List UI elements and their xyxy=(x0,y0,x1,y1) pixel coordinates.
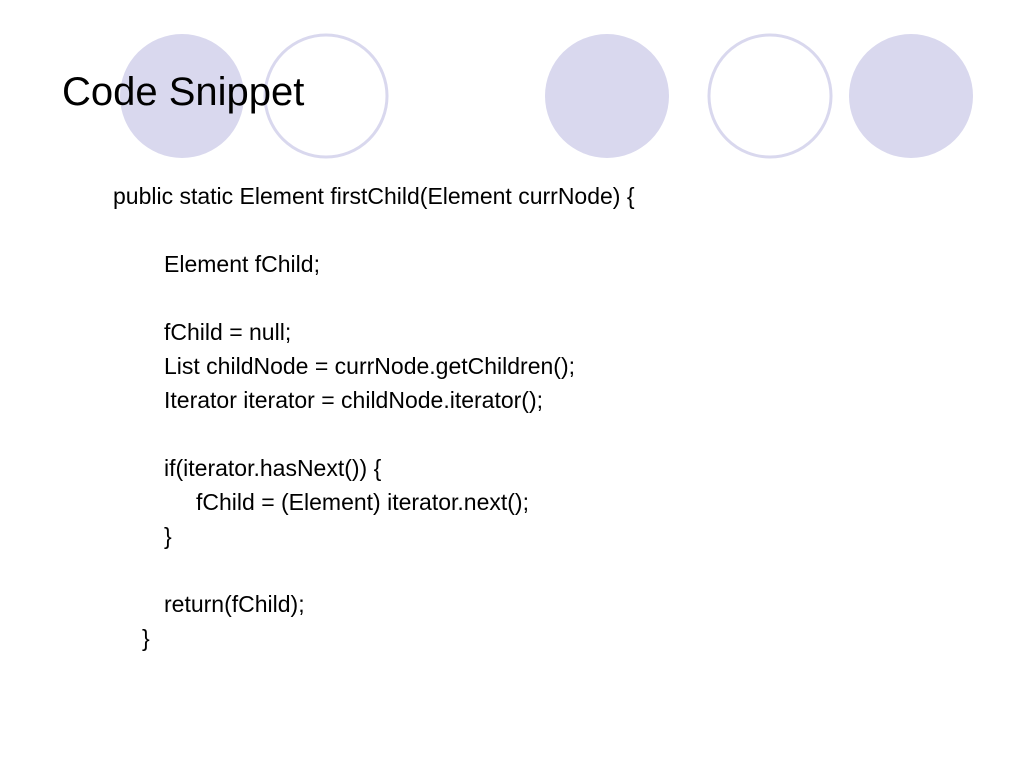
code-line: if(iterator.hasNext()) { xyxy=(164,455,382,481)
decorative-circle-filled-2 xyxy=(545,34,669,158)
code-line: return(fChild); xyxy=(164,591,305,617)
code-line: } xyxy=(164,523,172,549)
code-line: fChild = (Element) iterator.next(); xyxy=(196,489,529,515)
code-line-blank xyxy=(0,417,1024,451)
code-line: Iterator iterator = childNode.iterator()… xyxy=(164,387,544,413)
code-line: public static Element firstChild(Element… xyxy=(113,183,635,209)
code-line: List childNode = currNode.getChildren(); xyxy=(164,353,576,379)
slide-title: Code Snippet xyxy=(62,70,305,114)
code-line: } xyxy=(142,625,150,651)
code-line-blank xyxy=(0,553,1024,587)
decorative-circle-outline-2 xyxy=(707,33,833,159)
code-snippet: public static Element firstChild(Element… xyxy=(0,179,1024,655)
code-line: fChild = null; xyxy=(164,319,292,345)
code-line-blank xyxy=(0,213,1024,247)
decorative-circle-filled-3 xyxy=(849,34,973,158)
code-line-blank xyxy=(0,281,1024,315)
code-line: Element fChild; xyxy=(164,251,320,277)
